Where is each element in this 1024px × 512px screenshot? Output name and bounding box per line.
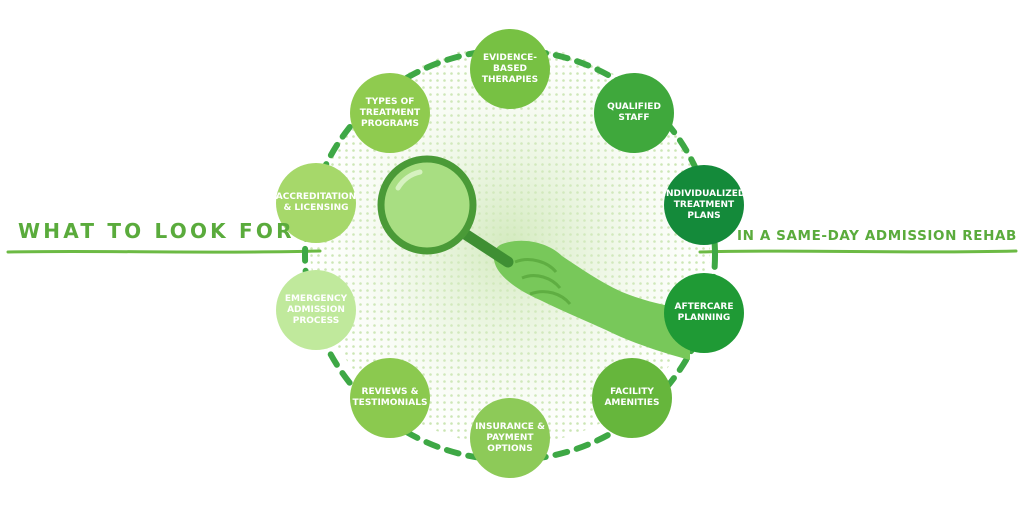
node-circle-insurance-payment-options xyxy=(470,398,550,478)
node-circle-qualified-staff xyxy=(594,73,674,153)
left-divider-line xyxy=(6,249,322,254)
node-circle-types-of-treatment-programs xyxy=(350,73,430,153)
node-circle-individualized-treatment-plans xyxy=(664,165,744,245)
hand-icon xyxy=(493,240,690,360)
node-circle-emergency-admission-process xyxy=(276,270,356,350)
node-circle-facility-amenities xyxy=(592,358,672,438)
node-circle-reviews-testimonials xyxy=(350,358,430,438)
node-circle-aftercare-planning xyxy=(664,273,744,353)
node-circles xyxy=(276,29,744,478)
right-divider-line xyxy=(698,249,1018,254)
node-circle-evidence-based-therapies xyxy=(470,29,550,109)
magnifying-glass-icon xyxy=(377,155,514,268)
left-heading: WHAT TO LOOK FOR xyxy=(18,219,295,243)
node-circle-accreditation-licensing xyxy=(276,163,356,243)
right-heading: IN A SAME-DAY ADMISSION REHAB xyxy=(737,228,1017,244)
